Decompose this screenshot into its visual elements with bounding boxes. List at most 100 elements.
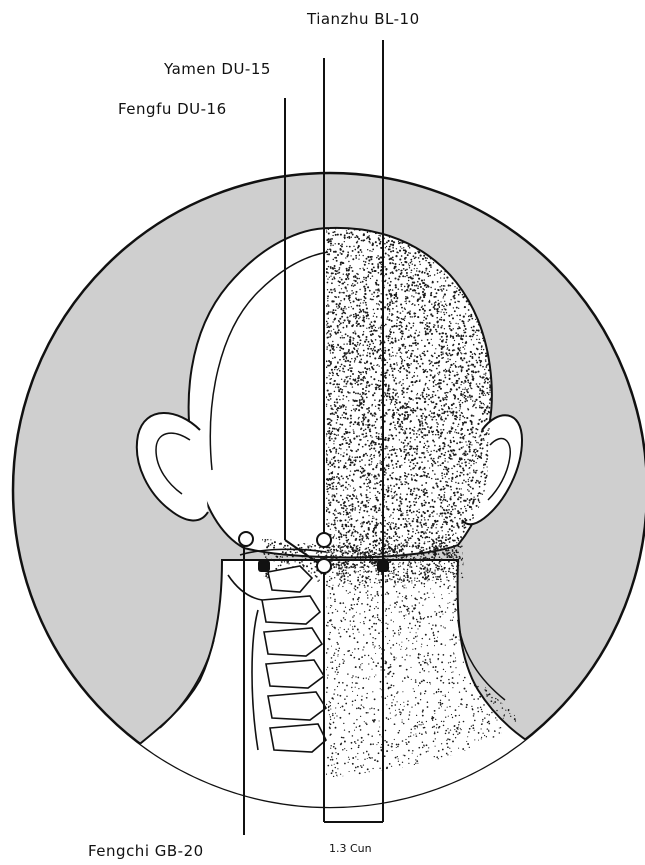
stipple-dot xyxy=(336,422,338,424)
stipple-dot xyxy=(342,310,344,312)
stipple-dot xyxy=(348,349,350,351)
stipple-dot xyxy=(350,415,352,417)
stipple-dot xyxy=(396,319,398,321)
stipple-dot xyxy=(443,297,444,298)
stipple-dot xyxy=(385,247,386,248)
stipple-dot xyxy=(348,237,350,239)
stipple-dot xyxy=(341,245,343,247)
stipple-dot xyxy=(455,555,456,556)
stipple-dot xyxy=(416,462,418,464)
stipple-dot xyxy=(336,493,337,494)
stipple-dot xyxy=(407,285,409,287)
stipple-dot xyxy=(392,388,394,390)
stipple-dot xyxy=(424,500,425,501)
stipple-dot xyxy=(404,559,405,560)
stipple-dot xyxy=(362,423,364,425)
stipple-dot xyxy=(422,425,423,426)
stipple-dot xyxy=(481,421,483,423)
stipple-dot xyxy=(377,308,379,310)
stipple-dot xyxy=(381,293,382,294)
stipple-dot xyxy=(334,527,336,529)
stipple-dot xyxy=(425,422,427,424)
stipple-dot xyxy=(331,412,333,414)
stipple-dot xyxy=(421,519,422,520)
stipple-dot xyxy=(442,515,443,516)
stipple-dot xyxy=(468,321,469,322)
stipple-dot xyxy=(406,428,408,430)
stipple-dot xyxy=(380,416,382,418)
stipple-dot xyxy=(440,499,442,501)
stipple-dot xyxy=(433,326,435,328)
stipple-dot xyxy=(400,559,402,561)
stipple-dot xyxy=(375,388,377,390)
stipple-dot xyxy=(332,272,334,274)
stipple-dot xyxy=(392,558,394,560)
stipple-dot xyxy=(414,268,415,269)
stipple-dot xyxy=(447,347,448,348)
stipple-dot xyxy=(349,367,351,369)
stipple-dot xyxy=(346,476,348,478)
stipple-dot xyxy=(419,420,421,422)
stipple-dot xyxy=(353,432,355,434)
stipple-dot xyxy=(444,492,445,493)
stipple-dot xyxy=(336,398,338,400)
stipple-dot xyxy=(410,555,412,557)
stipple-dot xyxy=(424,517,425,518)
stipple-dot xyxy=(399,250,401,252)
stipple-dot xyxy=(442,357,444,359)
stipple-dot xyxy=(356,450,358,452)
stipple-dot xyxy=(448,534,450,536)
stipple-dot xyxy=(354,507,356,509)
stipple-dot xyxy=(424,272,426,274)
stipple-dot xyxy=(445,280,446,281)
stipple-dot xyxy=(414,257,416,259)
stipple-dot xyxy=(366,486,367,487)
stipple-dot xyxy=(367,352,368,353)
stipple-dot xyxy=(391,399,393,401)
stipple-dot xyxy=(332,358,333,359)
stipple-dot xyxy=(334,519,336,521)
stipple-dot xyxy=(454,292,455,293)
stipple-dot xyxy=(420,255,422,257)
stipple-dot xyxy=(331,282,333,284)
stipple-dot xyxy=(475,449,477,451)
stipple-dot xyxy=(327,332,329,334)
stipple-dot xyxy=(332,235,333,236)
stipple-dot xyxy=(464,506,465,507)
stipple-dot xyxy=(475,456,476,457)
stipple-dot xyxy=(364,264,366,266)
stipple-dot xyxy=(333,513,335,515)
stipple-dot xyxy=(379,357,381,359)
stipple-dot xyxy=(462,413,463,414)
stipple-dot xyxy=(334,231,336,233)
stipple-dot xyxy=(326,404,327,405)
stipple-dot xyxy=(350,302,351,303)
stipple-dot xyxy=(351,479,353,481)
stipple-dot xyxy=(421,524,422,525)
stipple-dot xyxy=(410,327,412,329)
stipple-dot xyxy=(348,278,350,280)
stipple-dot xyxy=(469,502,470,503)
stipple-dot xyxy=(353,379,355,381)
stipple-dot xyxy=(337,234,339,236)
stipple-dot xyxy=(364,367,366,369)
stipple-dot xyxy=(388,306,389,307)
stipple-dot xyxy=(350,441,352,443)
stipple-dot xyxy=(423,351,425,353)
stipple-dot xyxy=(391,495,392,496)
stipple-dot xyxy=(443,339,444,340)
stipple-dot xyxy=(438,494,440,496)
stipple-dot xyxy=(479,353,481,355)
stipple-dot xyxy=(369,250,371,252)
stipple-dot xyxy=(460,514,462,516)
stipple-dot xyxy=(410,421,411,422)
stipple-dot xyxy=(477,423,479,425)
stipple-dot xyxy=(353,314,355,316)
stipple-dot xyxy=(369,449,371,451)
stipple-dot xyxy=(378,438,380,440)
stipple-dot xyxy=(354,316,355,317)
stipple-dot xyxy=(431,478,432,479)
stipple-dot xyxy=(401,330,403,332)
stipple-dot xyxy=(469,385,471,387)
stipple-dot xyxy=(353,488,354,489)
